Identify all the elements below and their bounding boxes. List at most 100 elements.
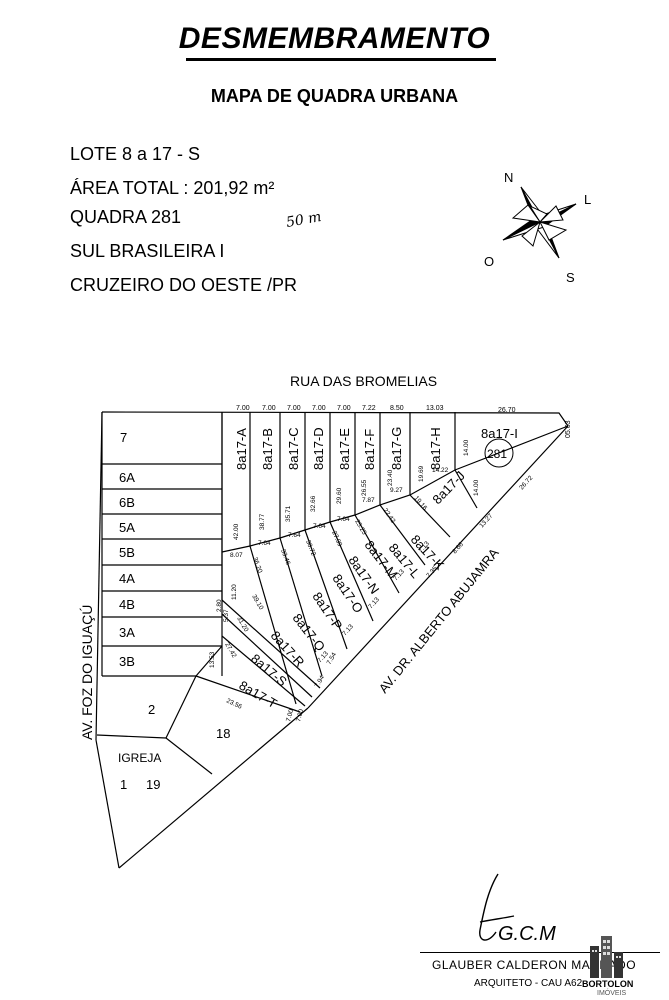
lot-label: 6A	[119, 470, 135, 485]
lot-label: IGREJA	[118, 751, 161, 765]
lot-label: 5B	[119, 545, 135, 560]
measure-label: 32.66	[310, 495, 317, 512]
vertical-lot-labels: 8a17-A 8a17-B 8a17-C 8a17-D 8a17-E 8a17-…	[234, 426, 518, 470]
left-lot-labels: 7 6A 6B 5A 5B 4A 4B 3A 3B 2 18 IGREJA 1 …	[118, 430, 230, 792]
compass-icon	[502, 186, 577, 259]
lot-label: 3B	[119, 654, 135, 669]
measure-label: 27.99	[330, 530, 343, 548]
measure-label: 7.64	[313, 523, 326, 530]
compass-o: O	[484, 254, 494, 269]
measure-label: 05.63	[565, 420, 572, 438]
measure-label: 38.77	[259, 513, 266, 530]
street-top: RUA DAS BROMELIAS	[290, 373, 437, 389]
measure-label: 19.16	[412, 495, 428, 512]
measure-label: 22.42	[381, 507, 396, 525]
compass-l: L	[584, 192, 591, 207]
measure-label: 14.00	[473, 479, 480, 496]
document-title: DESMEMBRAMENTO	[178, 22, 491, 55]
diagonal-lot-labels: 8a17-J 8a17-K 8a17-L 8a17-M 8a17-N 8a17-…	[237, 468, 468, 711]
lot-label: 6B	[119, 495, 135, 510]
lot-label: 8a17-G	[389, 427, 404, 470]
measure-label: 7.87	[362, 497, 375, 504]
measure-label: 2.80	[216, 599, 223, 612]
measure-label: 11.20	[231, 584, 238, 600]
measure-label: 8.50	[390, 405, 404, 412]
measure-label: 7.00	[295, 708, 305, 722]
info-cidade: CRUZEIRO DO OESTE /PR	[70, 275, 298, 295]
measure-label: 39.10	[250, 594, 264, 612]
lot-label: 8a17-B	[260, 428, 275, 470]
document-subtitle: MAPA DE QUADRA URBANA	[210, 86, 459, 106]
measure-label: 31.20	[235, 616, 249, 634]
lot-label: 1	[120, 777, 127, 792]
lot-label: 7	[120, 430, 127, 445]
info-lote: LOTE 8 a 17 - S	[70, 144, 201, 164]
info-area: ÁREA TOTAL : 201,92 m²	[70, 178, 275, 198]
title-underline	[186, 58, 496, 61]
measure-label: 7.00	[285, 708, 295, 722]
lot-label: 8a17-C	[286, 427, 301, 470]
compass-n: N	[504, 170, 513, 185]
compass-rose: N S L O	[484, 170, 591, 285]
measure-label: 7.94	[314, 674, 327, 689]
signature-role: ARQUITETO - CAU A62266-7	[474, 978, 608, 989]
lot-label: 8a17-I	[481, 426, 518, 441]
measure-label: 33.46	[279, 548, 291, 566]
signature-scribble: G.C.M	[479, 873, 556, 945]
info-quadra: QUADRA 281	[70, 207, 182, 227]
street-left: AV. FOZ DO IGUAÇÚ	[79, 605, 95, 740]
measure-label: 7.00	[287, 405, 301, 412]
map-lines	[95, 411, 569, 869]
lot-label: 5A	[119, 520, 135, 535]
measure-label: 13.27	[478, 512, 494, 529]
lower-edge-measures: 7.64 7.64 7.64 7.64 7.87 9.27	[258, 487, 403, 547]
measure-label: 7.00	[262, 405, 276, 412]
vertical-depth-measures: 42.00 38.77 35.71 32.66 29.60 26.55 23.4…	[233, 439, 480, 540]
lot-label: 3A	[119, 625, 135, 640]
measure-label: 26.70	[498, 407, 516, 414]
measure-label: 29.60	[336, 487, 343, 504]
measure-label: 8.07	[230, 552, 243, 559]
measure-label: 30.72	[304, 539, 317, 557]
measure-label: 7.00	[312, 405, 326, 412]
measure-label: 27.42	[223, 642, 237, 660]
top-frontage-measures: 7.00 7.00 7.00 7.00 7.00 7.22 8.50 13.03…	[236, 405, 572, 438]
measure-label: 5.37	[223, 609, 230, 622]
measure-label: 14.22	[432, 467, 449, 474]
lot-label: 4B	[119, 597, 135, 612]
lot-label: 8a17-H	[428, 427, 443, 470]
lot-label: 19	[146, 777, 160, 792]
measure-label: 7.22	[362, 405, 376, 412]
measure-label: 7.00	[337, 405, 351, 412]
quadra-badge-circle	[484, 438, 514, 468]
measure-label: 7.13	[367, 596, 381, 610]
measure-label: 9.27	[390, 487, 403, 494]
lot-label: 8a17-P	[310, 589, 346, 632]
lot-label: 8a17-D	[311, 427, 326, 470]
measure-label: 7.64	[288, 532, 301, 539]
lot-label: 8a17-E	[337, 428, 352, 470]
measure-label: 13.03	[426, 405, 444, 412]
lot-label: 18	[216, 726, 230, 741]
stamp-brand: BORTOLON	[582, 979, 634, 989]
measure-label: 8.66	[451, 541, 465, 555]
lot-label: 8a17-A	[234, 428, 249, 470]
measure-label: 19.69	[418, 465, 425, 482]
signature-name: GLAUBER CALDERON MACHADO	[432, 958, 637, 972]
measure-label: 7.64	[258, 540, 271, 547]
lot-label: 4A	[119, 571, 135, 586]
measure-label: 25.25	[353, 519, 367, 537]
signature-initials: G.C.M	[498, 923, 556, 945]
quadra-badge: 281	[487, 447, 507, 461]
signature-line	[420, 952, 660, 953]
measure-label: 23.56	[225, 697, 243, 710]
measure-label: 26.55	[361, 479, 368, 496]
info-bairro: SUL BRASILEIRA I	[70, 241, 225, 261]
measure-label: 7.64	[337, 516, 350, 523]
lot-label: 8a17-F	[362, 429, 377, 470]
measure-label: 36.20	[251, 556, 263, 574]
measure-label: 14.00	[463, 439, 470, 456]
compass-s: S	[566, 270, 575, 285]
stamp-sub: IMÓVEIS	[597, 990, 627, 997]
